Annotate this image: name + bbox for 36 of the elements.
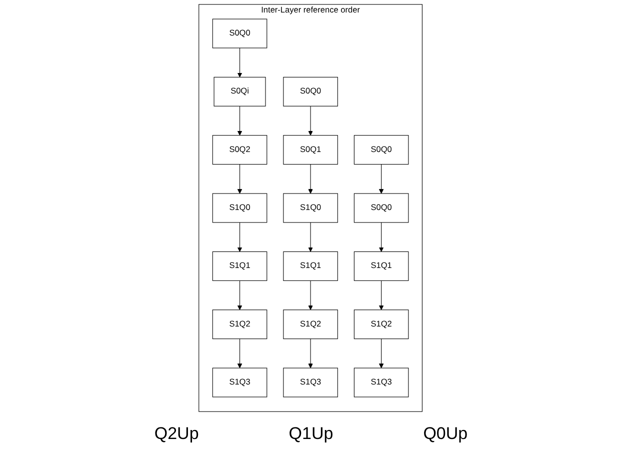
node-box: S1Q1 [354,251,410,281]
node-box: S0Q0 [354,193,410,223]
arrow [238,48,243,78]
arrow [238,222,243,252]
node-box: S1Q3 [284,368,338,398]
node-box: S1Q2 [284,310,338,340]
node-box: S1Q2 [212,310,268,340]
column-caption: Q0Up [423,424,468,444]
arrow [379,164,384,194]
arrow [308,106,314,136]
node-box: S0Q0 [212,18,268,48]
arrow [238,106,243,136]
arrow [379,338,384,368]
node-box: S1Q3 [212,368,268,398]
node-box: S0Q0 [284,76,338,106]
node-box: S1Q2 [354,310,410,340]
node-box: S1Q0 [284,193,338,223]
arrow [308,164,314,194]
arrow [379,280,384,310]
node-box: S1Q1 [284,251,338,281]
arrow [379,222,384,252]
node-box: S1Q0 [212,193,268,223]
column-caption: Q2Up [154,424,199,444]
node-box: S0Q0 [354,135,410,165]
column-caption: Q1Up [288,424,334,444]
node-box: S0Q1 [284,135,338,165]
node-box: S0Qi [214,76,266,106]
arrow [308,338,314,368]
node-box: S1Q3 [354,368,410,398]
node-box: S0Q2 [212,135,268,165]
arrow [238,280,243,310]
arrow [308,280,314,310]
arrow [308,222,314,252]
node-box: S1Q1 [212,251,268,281]
arrow [238,338,243,368]
arrow [238,164,243,194]
